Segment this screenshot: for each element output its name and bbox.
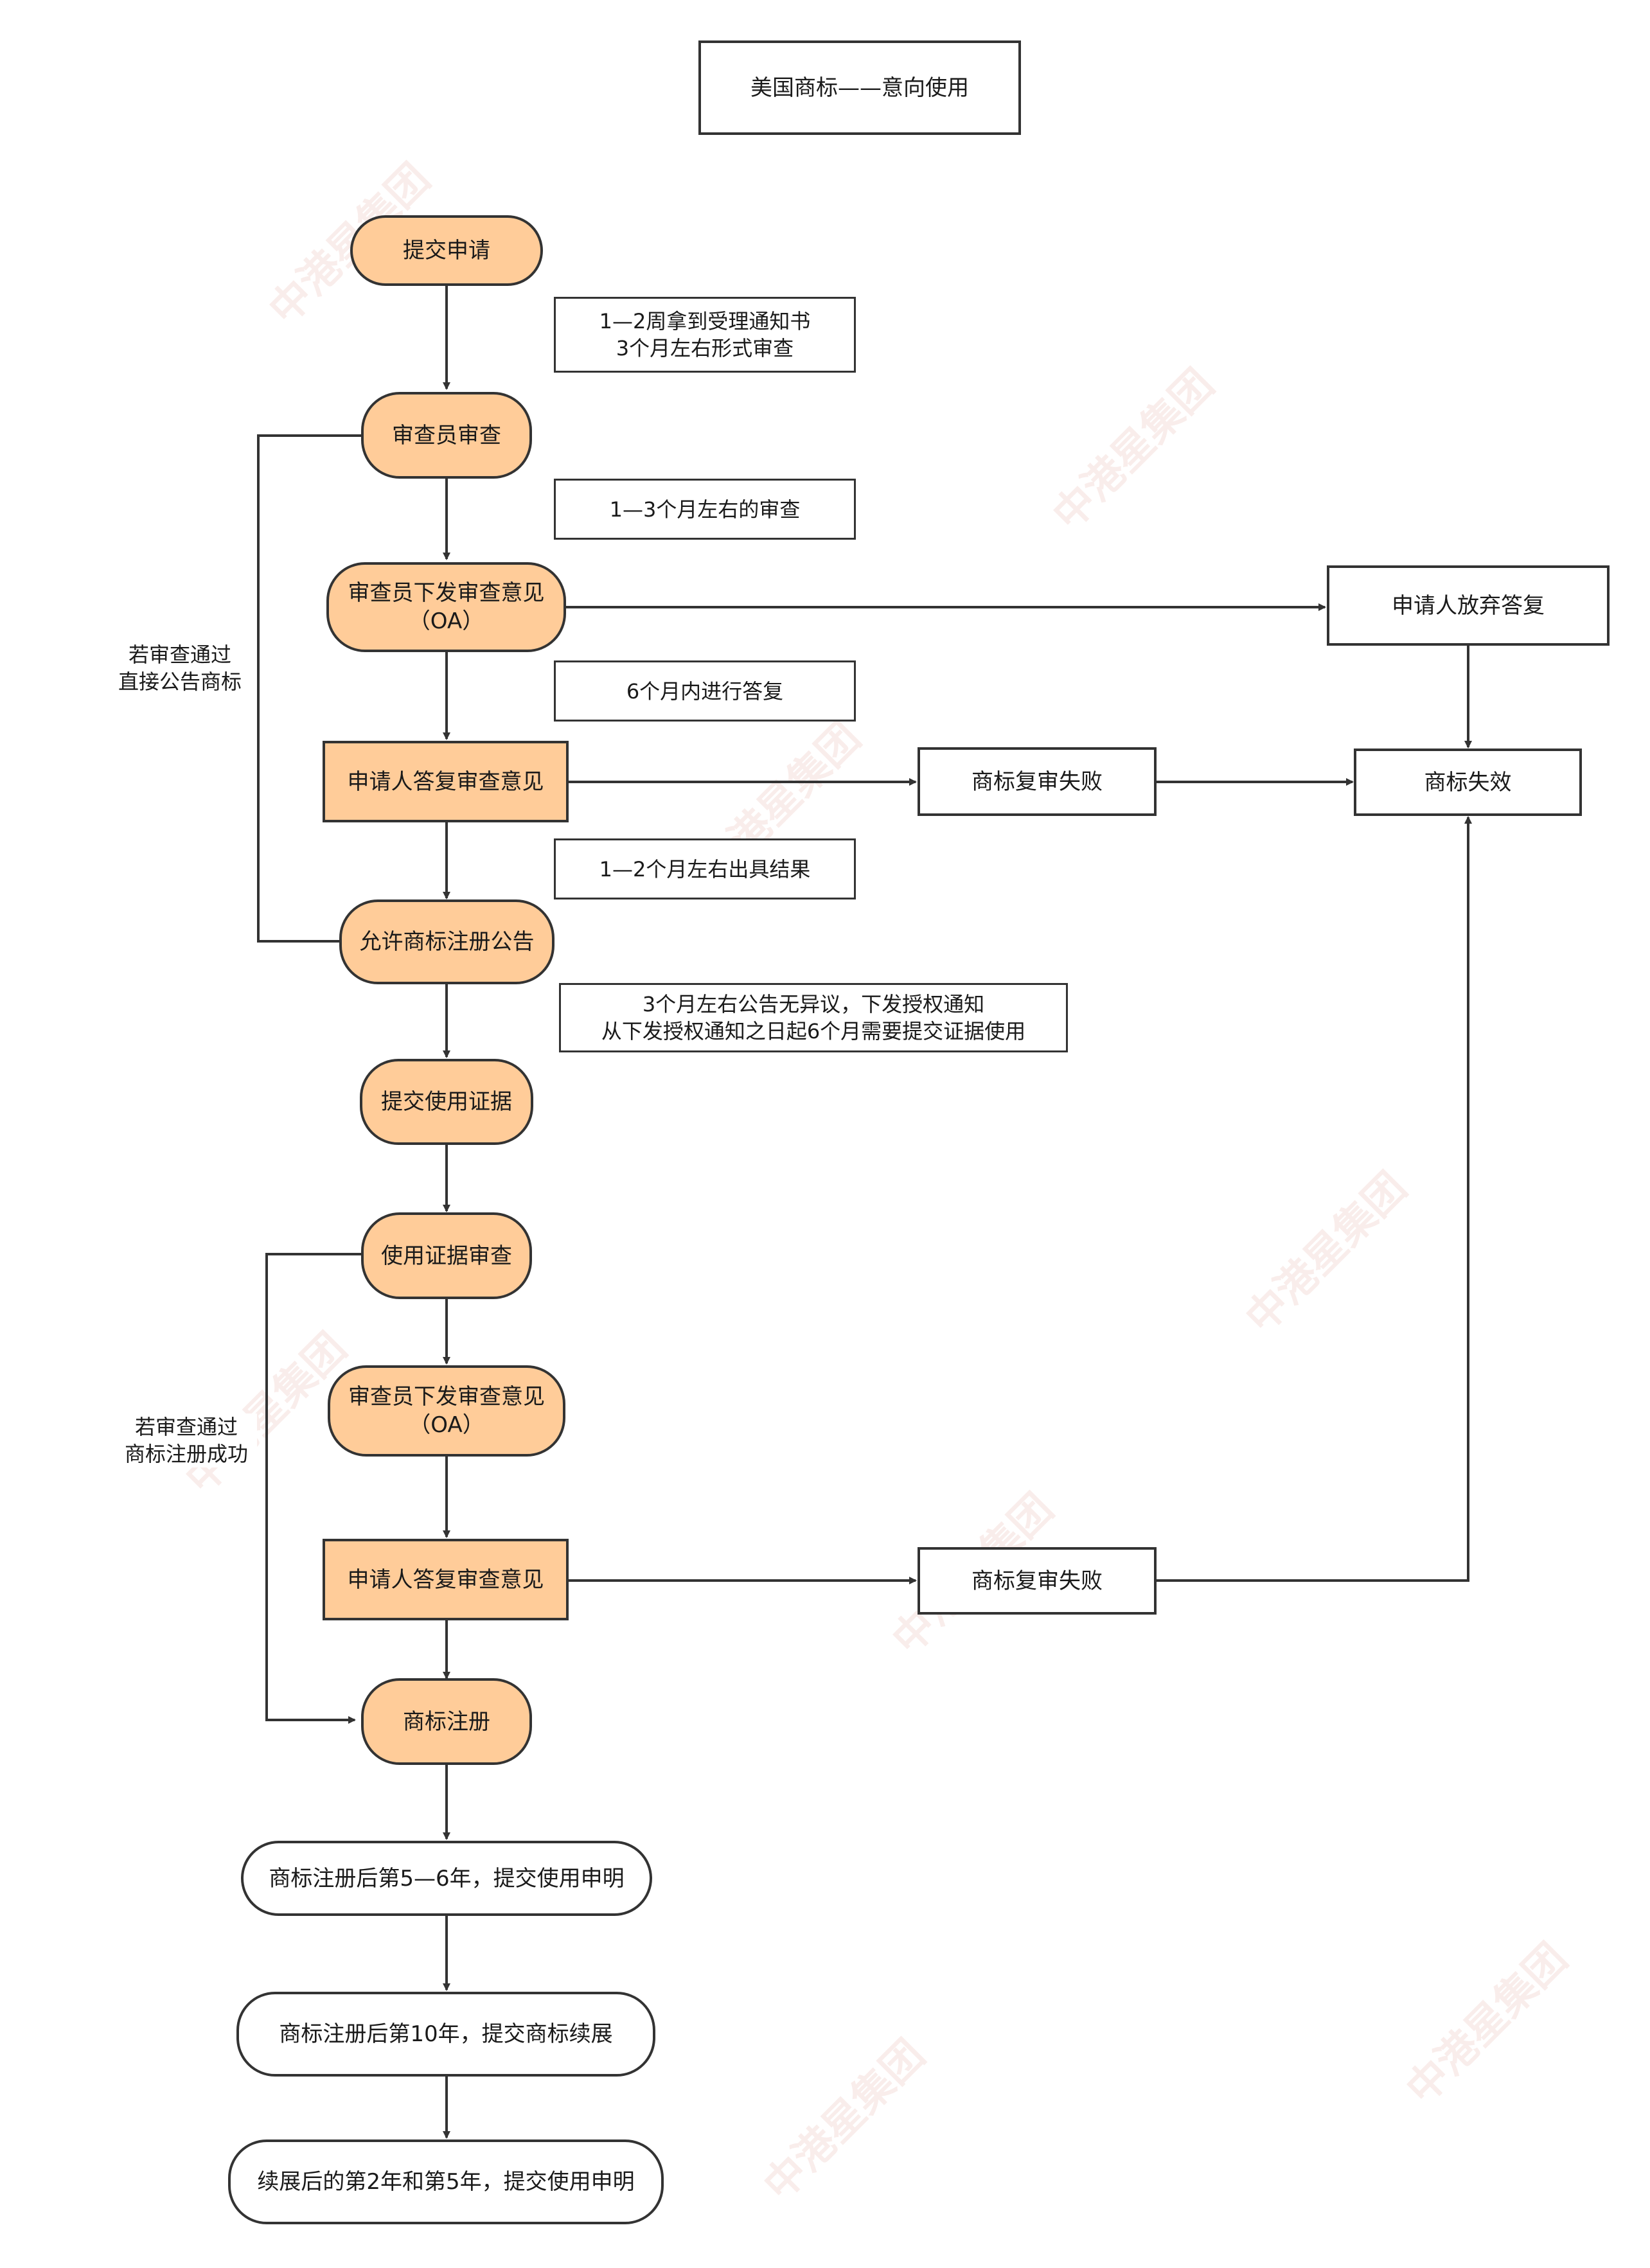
arrow [265, 1253, 361, 1724]
side-label-registered: 若审查通过 商标注册成功 [116, 1413, 257, 1467]
note-publication: 3个月左右公告无异议，下发授权通知 从下发授权通知之日起6个月需要提交证据使用 [559, 983, 1068, 1052]
arrow [1157, 816, 1472, 1582]
node-evidence-review: 使用证据审查 [361, 1212, 532, 1299]
side-label-publish: 若审查通过 直接公告商标 [109, 641, 251, 695]
node-reply-1: 申请人答复审查意见 [323, 741, 569, 822]
node-declaration-after-renewal: 续展后的第2年和第5年，提交使用申明 [228, 2140, 664, 2224]
arrow [257, 434, 361, 943]
node-declaration-5-6: 商标注册后第5—6年，提交使用申明 [241, 1841, 652, 1916]
node-allow-publication: 允许商标注册公告 [339, 899, 554, 984]
note-reply-deadline: 6个月内进行答复 [554, 660, 856, 722]
note-acceptance: 1—2周拿到受理通知书 3个月左右形式审查 [554, 297, 856, 373]
node-office-action-2: 审查员下发审查意见 （OA） [328, 1365, 565, 1457]
diagram-title: 美国商标——意向使用 [698, 40, 1021, 135]
node-submit-application: 提交申请 [350, 215, 543, 286]
node-review-fail-1: 商标复审失败 [918, 747, 1157, 816]
node-review-fail-2: 商标复审失败 [918, 1547, 1157, 1615]
node-trademark-invalid: 商标失效 [1354, 749, 1582, 816]
node-office-action-1: 审查员下发审查意见 （OA） [326, 562, 566, 652]
node-registration: 商标注册 [361, 1678, 532, 1765]
node-examiner-review: 审查员审查 [361, 392, 532, 479]
node-renewal-10: 商标注册后第10年，提交商标续展 [236, 1992, 655, 2077]
note-result-time: 1—2个月左右出具结果 [554, 838, 856, 899]
note-review-time: 1—3个月左右的审查 [554, 479, 856, 540]
node-abandon-reply: 申请人放弃答复 [1327, 565, 1610, 646]
node-reply-2: 申请人答复审查意见 [323, 1539, 569, 1620]
node-submit-evidence: 提交使用证据 [360, 1059, 533, 1145]
